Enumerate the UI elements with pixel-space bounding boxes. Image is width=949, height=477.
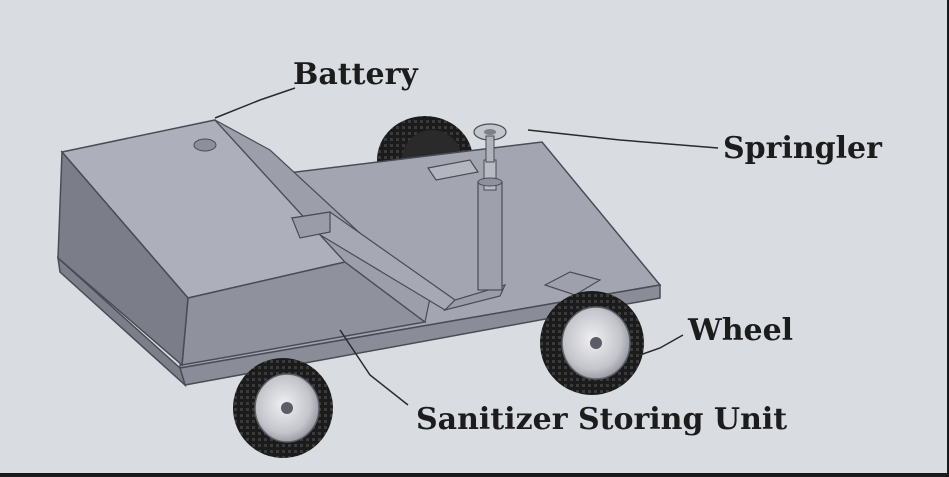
front-right-wheel [540,291,644,395]
battery-label: Battery [293,57,419,92]
storage-leader [339,329,409,406]
front-left-wheel [233,358,333,458]
storage-label: Sanitizer Storing Unit [416,402,787,437]
pipe-channel [290,211,507,312]
wheel-label: Wheel [687,313,793,348]
wheel-leader [639,334,684,356]
sprinkler-leader [527,129,719,149]
sprinkler [473,123,507,291]
sprinkler-label: Springler [723,131,883,166]
battery-leader [214,87,296,119]
leader-lines [214,87,719,406]
